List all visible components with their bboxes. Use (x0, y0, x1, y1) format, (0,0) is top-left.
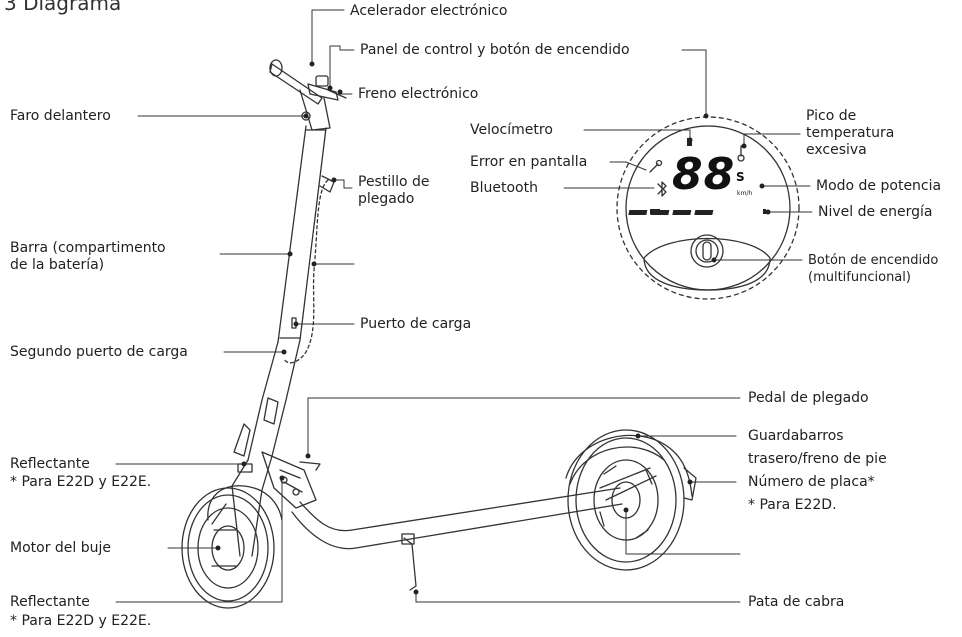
label-e-brake: Freno electrónico (358, 86, 479, 102)
label-second-charging-port: Segundo puerto de carga (10, 344, 188, 360)
speed-digits: 88 (672, 149, 736, 200)
label-folding-pedal: Pedal de plegado (748, 390, 869, 406)
label-charging-port: Puerto de carga (360, 316, 472, 332)
label-rear-fender-2: trasero/freno de pie (748, 451, 887, 467)
leader-lines (115, 9, 813, 603)
label-overheat-2: temperatura (806, 125, 895, 141)
label-reflector-front-1: Reflectante (10, 456, 90, 472)
label-stem-2: de la batería) (10, 257, 105, 273)
label-overheat-3: excesiva (806, 142, 867, 158)
label-power-mode: Modo de potencia (816, 178, 942, 194)
label-plate-1: Número de placa* (748, 474, 875, 490)
label-reflector-bottom-1: Reflectante (10, 594, 90, 610)
label-hub-motor: Motor del buje (10, 540, 112, 556)
label-display-error: Error en pantalla (470, 154, 588, 170)
label-power-button-2: (multifuncional) (808, 270, 911, 285)
label-overheat-1: Pico de (806, 108, 857, 124)
page-title: 3 Diagrama (4, 0, 122, 15)
connector-dots (215, 61, 771, 595)
label-kickstand: Pata de cabra (748, 594, 845, 610)
label-power-button-1: Botón de encendido (808, 253, 939, 268)
label-rear-fender-1: Guardabarros (748, 428, 844, 444)
label-accelerator: Acelerador electrónico (350, 3, 508, 19)
mode-icon: S (736, 170, 745, 184)
label-energy-level: Nivel de energía (818, 204, 933, 220)
label-folding-latch-2: plegado (358, 191, 415, 207)
display-illustration (616, 116, 800, 300)
label-stem-1: Barra (compartimento (10, 240, 166, 256)
label-plate-2: * Para E22D. (748, 497, 837, 513)
label-speedometer: Velocímetro (470, 122, 553, 138)
scooter-illustration (181, 59, 697, 609)
label-reflector-bottom-2: * Para E22D y E22E. (10, 613, 152, 629)
speed-unit: km/h (737, 190, 753, 197)
label-folding-latch-1: Pestillo de (358, 174, 430, 190)
label-headlight: Faro delantero (10, 108, 111, 124)
label-control-panel: Panel de control y botón de encendido (360, 42, 630, 58)
label-reflector-front-2: * Para E22D y E22E. (10, 474, 152, 490)
label-bluetooth: Bluetooth (470, 180, 538, 196)
